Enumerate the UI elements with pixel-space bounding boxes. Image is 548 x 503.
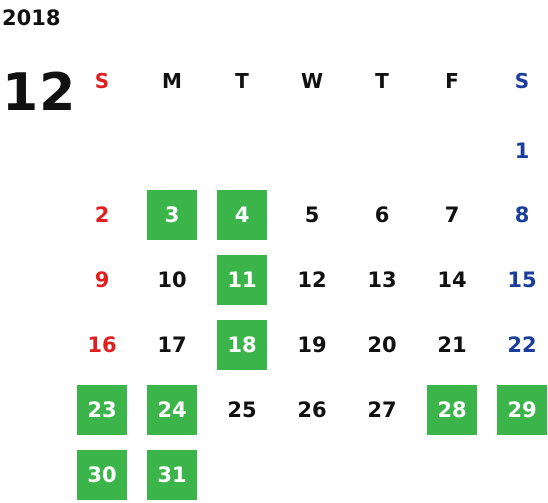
calendar-day-14[interactable]: 14 — [437, 268, 467, 292]
calendar-day-30[interactable]: 30 — [77, 450, 127, 500]
calendar-day-19[interactable]: 19 — [297, 333, 327, 357]
calendar-month: 12 — [2, 63, 77, 123]
weekday-header-thu: T — [375, 69, 389, 93]
calendar-day-11[interactable]: 11 — [217, 255, 267, 305]
calendar-day-8[interactable]: 8 — [514, 203, 530, 227]
weekday-header-mon: M — [162, 69, 182, 93]
calendar-day-13[interactable]: 13 — [367, 268, 397, 292]
calendar-day-21[interactable]: 21 — [437, 333, 467, 357]
calendar-day-31[interactable]: 31 — [147, 450, 197, 500]
weekday-header-sat: S — [514, 69, 530, 93]
calendar-day-28[interactable]: 28 — [427, 385, 477, 435]
calendar-day-2[interactable]: 2 — [94, 203, 110, 227]
calendar-day-1[interactable]: 1 — [514, 139, 530, 163]
weekday-header-tue: T — [235, 69, 249, 93]
calendar-day-4[interactable]: 4 — [217, 190, 267, 240]
weekday-header-fri: F — [445, 69, 459, 93]
calendar-day-29[interactable]: 29 — [497, 385, 547, 435]
calendar-day-10[interactable]: 10 — [157, 268, 187, 292]
calendar-year: 2018 — [2, 6, 61, 30]
calendar-day-22[interactable]: 22 — [507, 333, 537, 357]
calendar-day-9[interactable]: 9 — [94, 268, 110, 292]
calendar-day-25[interactable]: 25 — [227, 398, 257, 422]
calendar-day-18[interactable]: 18 — [217, 320, 267, 370]
calendar-day-5[interactable]: 5 — [304, 203, 320, 227]
calendar-day-12[interactable]: 12 — [297, 268, 327, 292]
calendar-day-16[interactable]: 16 — [87, 333, 117, 357]
calendar-day-3[interactable]: 3 — [147, 190, 197, 240]
calendar-day-20[interactable]: 20 — [367, 333, 397, 357]
calendar-day-26[interactable]: 26 — [297, 398, 327, 422]
weekday-header-wed: W — [300, 69, 324, 93]
calendar-day-27[interactable]: 27 — [367, 398, 397, 422]
calendar-day-23[interactable]: 23 — [77, 385, 127, 435]
calendar-day-7[interactable]: 7 — [444, 203, 460, 227]
weekday-header-sun: S — [94, 69, 110, 93]
calendar-day-24[interactable]: 24 — [147, 385, 197, 435]
calendar-day-6[interactable]: 6 — [374, 203, 390, 227]
calendar-day-15[interactable]: 15 — [507, 268, 537, 292]
calendar-day-17[interactable]: 17 — [157, 333, 187, 357]
